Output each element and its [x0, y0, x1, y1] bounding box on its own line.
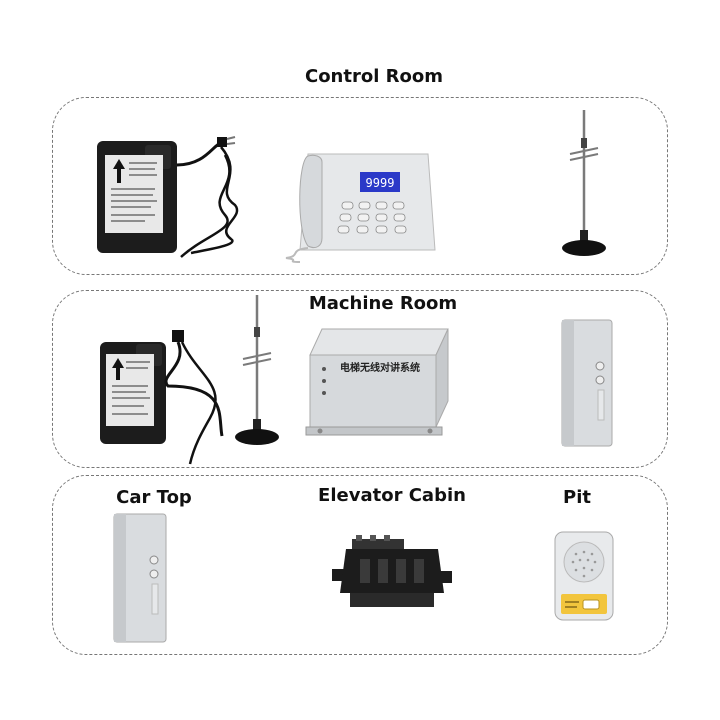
- pit-speaker-unit-icon: [554, 531, 614, 621]
- power-adapter-icon: [97, 136, 239, 258]
- intercom-handset-icon: [113, 513, 167, 643]
- power-adapter-icon: [100, 330, 224, 465]
- intercom-handset-icon: [561, 319, 613, 447]
- host-lcd-readout: 9999: [366, 176, 395, 190]
- machine-box-label: 电梯无线对讲系统: [340, 361, 420, 374]
- antenna-icon: [235, 295, 279, 445]
- antenna-icon: [562, 110, 606, 256]
- pit-title: Pit: [563, 487, 591, 508]
- machine-room-control-box-icon: 电梯无线对讲系统: [305, 328, 449, 436]
- control-room-group: [52, 97, 668, 275]
- machine-room-group: [52, 290, 668, 468]
- car-top-title: Car Top: [116, 487, 192, 508]
- machine-room-title: Machine Room: [308, 293, 458, 314]
- elevator-cabin-title: Elevator Cabin: [318, 485, 466, 506]
- host-phone-unit-icon: 9999: [285, 153, 436, 263]
- bottom-row-group: [52, 475, 668, 655]
- cabin-unit-icon: [332, 535, 452, 607]
- control-room-title: Control Room: [304, 66, 444, 87]
